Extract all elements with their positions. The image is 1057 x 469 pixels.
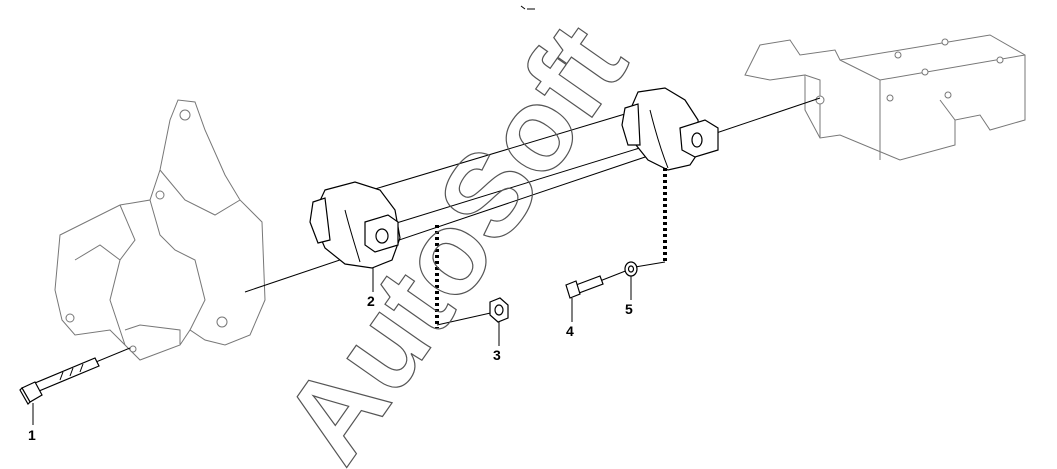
top-mark [520, 5, 535, 10]
callout-2: 2 [367, 293, 375, 309]
washer [624, 261, 638, 277]
callout-labels: 1 2 3 4 5 [28, 293, 633, 443]
engine-bracket [54, 99, 266, 361]
bolt-long [19, 357, 100, 405]
crossmember-block [744, 34, 1026, 161]
callout-leaders [32, 268, 632, 425]
dashed-assembly-lines [435, 168, 667, 328]
rubber-mount-right [621, 87, 719, 171]
callout-4: 4 [566, 323, 574, 339]
callout-5: 5 [625, 301, 633, 317]
callout-1: 1 [28, 427, 36, 443]
rubber-mount-left [309, 181, 401, 269]
nut [489, 297, 509, 323]
bolt-short [565, 275, 604, 299]
callout-3: 3 [493, 347, 501, 363]
